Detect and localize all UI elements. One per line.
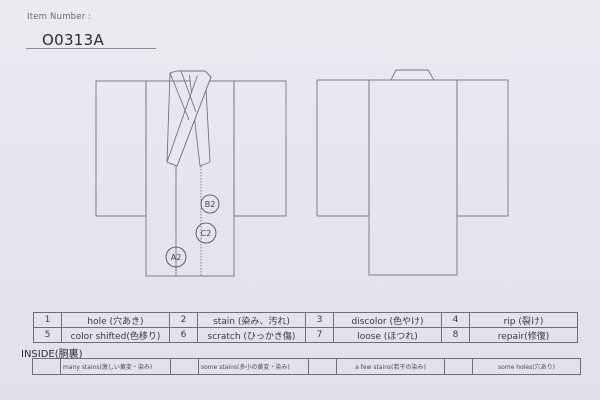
legend-num: 4 (441, 312, 470, 328)
inside-option-some-stains: some stains(多小の黄変・染み) (198, 358, 309, 375)
legend-desc: scratch (ひっかき傷) (197, 327, 306, 343)
legend-num: 6 (169, 327, 198, 343)
item-number-label: Item Number : (27, 12, 92, 22)
legend-desc: loose (ほつれ) (333, 327, 442, 343)
legend-desc: discolor (色やけ) (333, 312, 442, 328)
annotation-b2: B2 (205, 200, 216, 209)
legend-desc: rip (裂け) (469, 312, 578, 328)
inside-row: many stains(激しい黄変・染み) some stains(多小の黄変・… (32, 358, 581, 375)
annotation-c2-circle (195, 222, 217, 244)
kimono-back-diagram (316, 69, 509, 276)
legend-desc: stain (染み、汚れ) (197, 312, 306, 328)
back-body (368, 79, 458, 276)
legend-desc: repair(修復) (469, 327, 578, 343)
legend-row: 1 hole (穴あき) 2 stain (染み、汚れ) 3 discolor … (33, 312, 578, 328)
inside-checkbox-many-stains[interactable] (32, 358, 61, 375)
inside-option-many-stains: many stains(激しい黄変・染み) (60, 358, 171, 375)
annotation-a2: A2 (171, 253, 182, 262)
legend-num: 5 (33, 327, 62, 343)
legend-num: 8 (441, 327, 470, 343)
inside-lining-heading: INSIDE(胴裏) (21, 349, 83, 360)
front-right-sleeve (233, 80, 287, 217)
front-damage-annotations (165, 194, 220, 268)
item-number-value: O0313A (42, 31, 105, 49)
annotation-c2: C2 (201, 229, 212, 238)
legend-num: 2 (169, 312, 198, 328)
damage-legend-table: 1 hole (穴あき) 2 stain (染み、汚れ) 3 discolor … (33, 312, 578, 343)
inside-option-some-holes: some holes(穴あり) (472, 358, 581, 375)
front-collar (166, 70, 212, 167)
kimono-front-diagram (95, 70, 287, 277)
back-right-sleeve (456, 79, 509, 217)
front-left-sleeve (95, 80, 147, 217)
legend-num: 7 (305, 327, 334, 343)
legend-desc: color shifted(色移り) (61, 327, 170, 343)
inside-checkbox-few-stains[interactable] (308, 358, 337, 375)
item-number-underline (26, 48, 156, 49)
legend-num: 1 (33, 312, 62, 328)
back-collar (390, 69, 435, 81)
annotation-b2-circle (200, 194, 220, 214)
legend-row: 5 color shifted(色移り) 6 scratch (ひっかき傷) 7… (33, 327, 578, 343)
back-left-sleeve (316, 79, 370, 217)
inside-checkbox-some-holes[interactable] (444, 358, 473, 375)
inside-checkbox-some-stains[interactable] (170, 358, 199, 375)
legend-desc: hole (穴あき) (61, 312, 170, 328)
annotation-a2-circle (165, 246, 187, 268)
legend-num: 3 (305, 312, 334, 328)
inside-option-few-stains: a few stains(若干の染み) (336, 358, 445, 375)
inside-lining-table: many stains(激しい黄変・染み) some stains(多小の黄変・… (32, 358, 581, 375)
